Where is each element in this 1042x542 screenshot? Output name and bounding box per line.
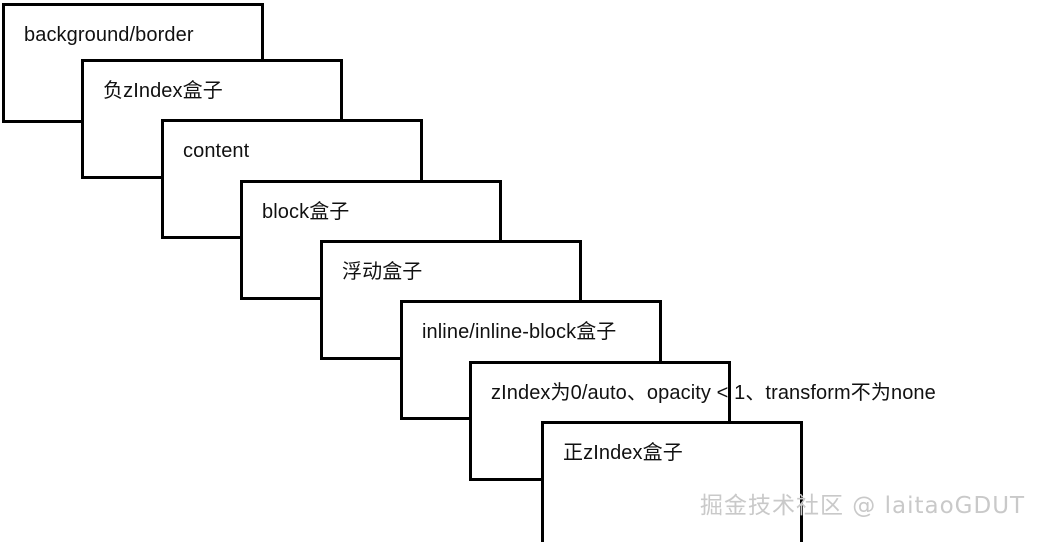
- watermark-label: 掘金技术社区 @ laitaoGDUT: [700, 493, 1026, 519]
- stacking-box-label: zIndex为0/auto、opacity < 1、transform不为non…: [491, 382, 936, 404]
- stacking-box-label: block盒子: [262, 201, 350, 223]
- stacking-box-label: 浮动盒子: [342, 261, 423, 283]
- stacking-box-label: content: [183, 140, 250, 162]
- stacking-box-label: background/border: [24, 24, 194, 46]
- stacking-box: 正zIndex盒子: [541, 421, 803, 542]
- stacking-box-label: inline/inline-block盒子: [422, 321, 617, 343]
- stacking-box-label: 正zIndex盒子: [563, 442, 683, 464]
- stacking-box-label: 负zIndex盒子: [103, 80, 223, 102]
